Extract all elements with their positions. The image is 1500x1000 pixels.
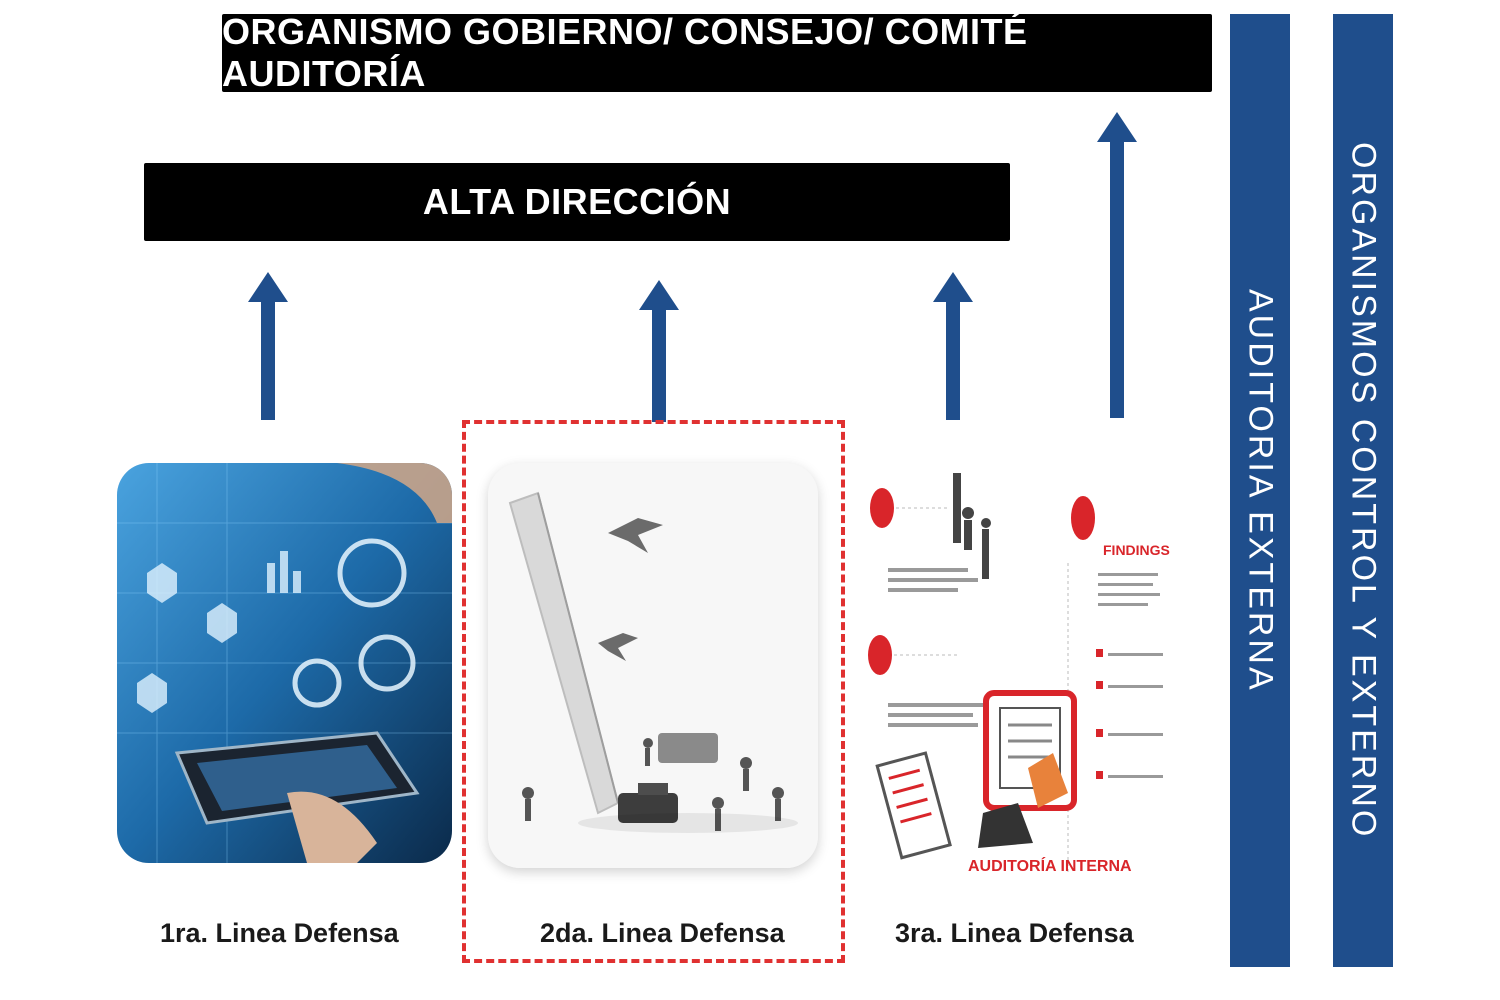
- arrow-up-icon: [933, 272, 973, 420]
- third-line-caption: 3ra. Linea Defensa: [895, 918, 1134, 949]
- digital-tablet-image: [117, 463, 452, 863]
- internal-audit-label: AUDITORÍA INTERNA: [968, 856, 1132, 875]
- arrow-up-icon: [1097, 112, 1137, 418]
- external-audit-column: AUDITORIA EXTERNA: [1230, 14, 1290, 967]
- arrow-up-icon: [639, 280, 679, 422]
- external-control-column: ORGANISMOS CONTROL Y EXTERNO: [1333, 14, 1393, 967]
- governance-bar-label: ORGANISMO GOBIERNO/ CONSEJO/ COMITÉ AUDI…: [222, 11, 1212, 95]
- senior-management-bar: ALTA DIRECCIÓN: [144, 163, 1010, 241]
- defense-figures-image: [488, 463, 818, 868]
- external-audit-label: AUDITORIA EXTERNA: [1241, 289, 1280, 693]
- governance-bar: ORGANISMO GOBIERNO/ CONSEJO/ COMITÉ AUDI…: [222, 14, 1212, 92]
- external-control-label: ORGANISMOS CONTROL Y EXTERNO: [1344, 142, 1383, 839]
- arrow-up-icon: [248, 272, 288, 420]
- first-line-caption: 1ra. Linea Defensa: [160, 918, 399, 949]
- findings-label: FINDINGS: [1103, 542, 1170, 558]
- audit-infographic-image: FINDINGS AUDITORÍA INTERNA: [868, 463, 1178, 878]
- second-line-caption: 2da. Linea Defensa: [540, 918, 785, 949]
- senior-management-label: ALTA DIRECCIÓN: [423, 181, 731, 223]
